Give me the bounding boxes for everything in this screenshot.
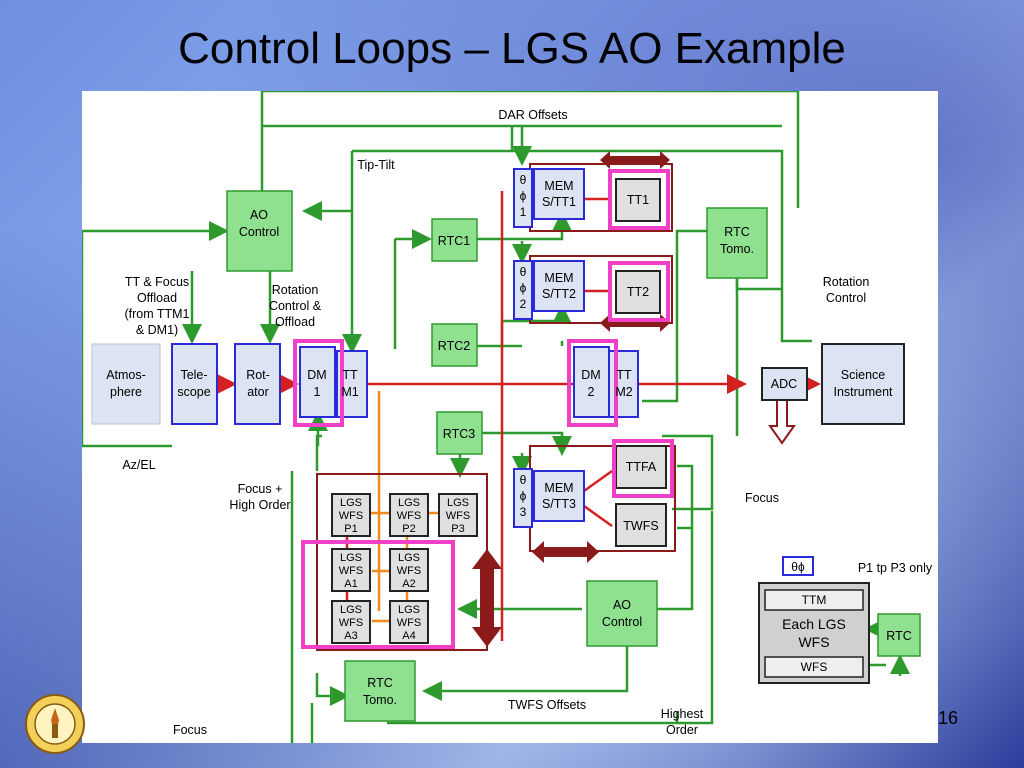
tt3-range-arrow bbox=[532, 541, 599, 563]
adc-text: ADC bbox=[771, 377, 797, 391]
controller-boxes bbox=[226, 190, 921, 722]
green-feedback-lines bbox=[80, 89, 910, 743]
rtc3-text: RTC3 bbox=[443, 427, 475, 441]
sensor-boxes bbox=[331, 178, 870, 684]
theta-phi-legend-text: θϕ bbox=[791, 560, 805, 574]
twfs-text: TWFS bbox=[623, 519, 658, 533]
focus-bottom-label: Focus bbox=[173, 723, 207, 737]
tt1-range-arrow bbox=[600, 151, 670, 169]
page-number: 16 bbox=[938, 708, 959, 728]
dar-offsets-label: DAR Offsets bbox=[498, 108, 567, 122]
asterism-range-arrow bbox=[472, 549, 502, 647]
az-el-label: Az/EL bbox=[122, 458, 155, 472]
rtc1-text: RTC1 bbox=[438, 234, 470, 248]
ttfa-text: TTFA bbox=[626, 460, 657, 474]
atmosphere-text: Atmos-phere bbox=[106, 368, 146, 399]
twfs-offsets-label: TWFS Offsets bbox=[508, 698, 586, 712]
focus-high-order-label: Focus +High Order bbox=[229, 482, 290, 512]
rtc2-text: RTC2 bbox=[438, 339, 470, 353]
caltech-seal-logo bbox=[25, 694, 85, 754]
control-loop-diagram: DAR Offsets Tip-Tilt TT & FocusOffload(f… bbox=[80, 89, 933, 743]
tt2-range-arrow bbox=[600, 314, 670, 332]
slide-title: Control Loops – LGS AO Example bbox=[178, 24, 846, 73]
telescope-text: Tele-scope bbox=[177, 368, 210, 399]
tt1-text: TT1 bbox=[627, 193, 649, 207]
p1-p3-only-label: P1 tp P3 only bbox=[858, 561, 933, 575]
rotator-text: Rot-ator bbox=[246, 368, 270, 399]
tt2-text: TT2 bbox=[627, 285, 649, 299]
optical-boxes bbox=[91, 168, 905, 576]
actuator-arrows bbox=[472, 151, 670, 647]
highlight-frames bbox=[293, 169, 674, 649]
rtc-legend-text: RTC bbox=[886, 629, 911, 643]
legend-ttm-text: TTM bbox=[802, 593, 827, 607]
focus-right-label: Focus bbox=[745, 491, 779, 505]
tip-tilt-label: Tip-Tilt bbox=[357, 158, 395, 172]
legend-wfs-text: WFS bbox=[801, 660, 828, 674]
